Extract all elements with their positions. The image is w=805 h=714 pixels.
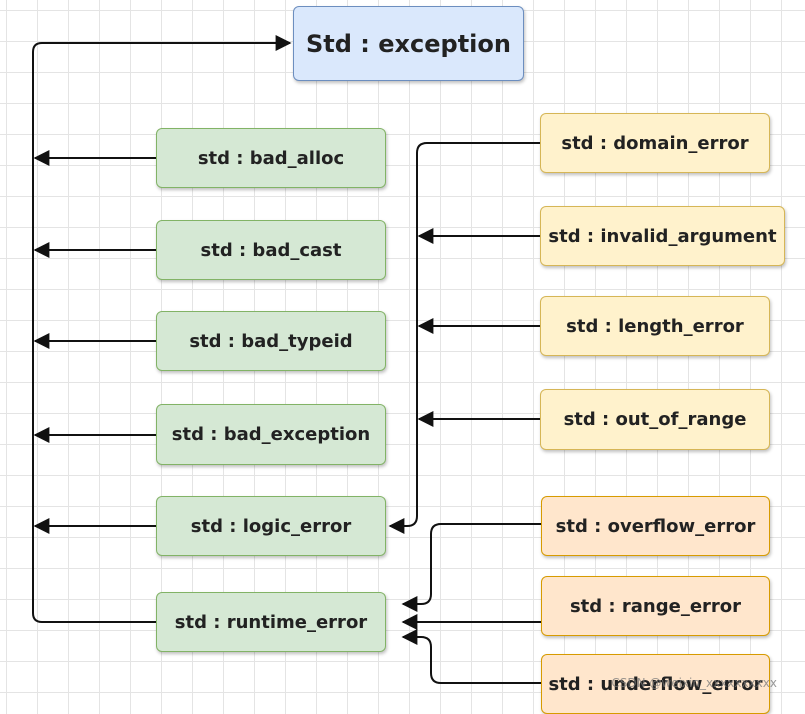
node-runtime-error[interactable]: std : runtime_error [156,592,386,652]
node-bad-alloc[interactable]: std : bad_alloc [156,128,386,188]
node-domain-error[interactable]: std : domain_error [540,113,770,173]
edge-trunk-to-exception [32,35,292,623]
node-bad-exception[interactable]: std : bad_exception [156,404,386,465]
node-logic-error[interactable]: std : logic_error [156,496,386,556]
watermark: CSDN @weixin_xxxxxxxxxx [611,676,777,690]
node-range-error[interactable]: std : range_error [541,576,770,636]
node-std-exception[interactable]: Std : exception [293,6,524,81]
node-overflow-error[interactable]: std : overflow_error [541,496,770,556]
edge-domain-error [388,142,540,534]
node-invalid-argument[interactable]: std : invalid_argument [540,206,785,266]
node-bad-typeid[interactable]: std : bad_typeid [156,311,386,371]
node-out-of-range[interactable]: std : out_of_range [540,389,770,450]
connector-layer [32,35,541,684]
edge-overflow-error [401,523,541,612]
node-bad-cast[interactable]: std : bad_cast [156,220,386,280]
node-length-error[interactable]: std : length_error [540,296,770,356]
edge-underflow-error [401,629,541,684]
